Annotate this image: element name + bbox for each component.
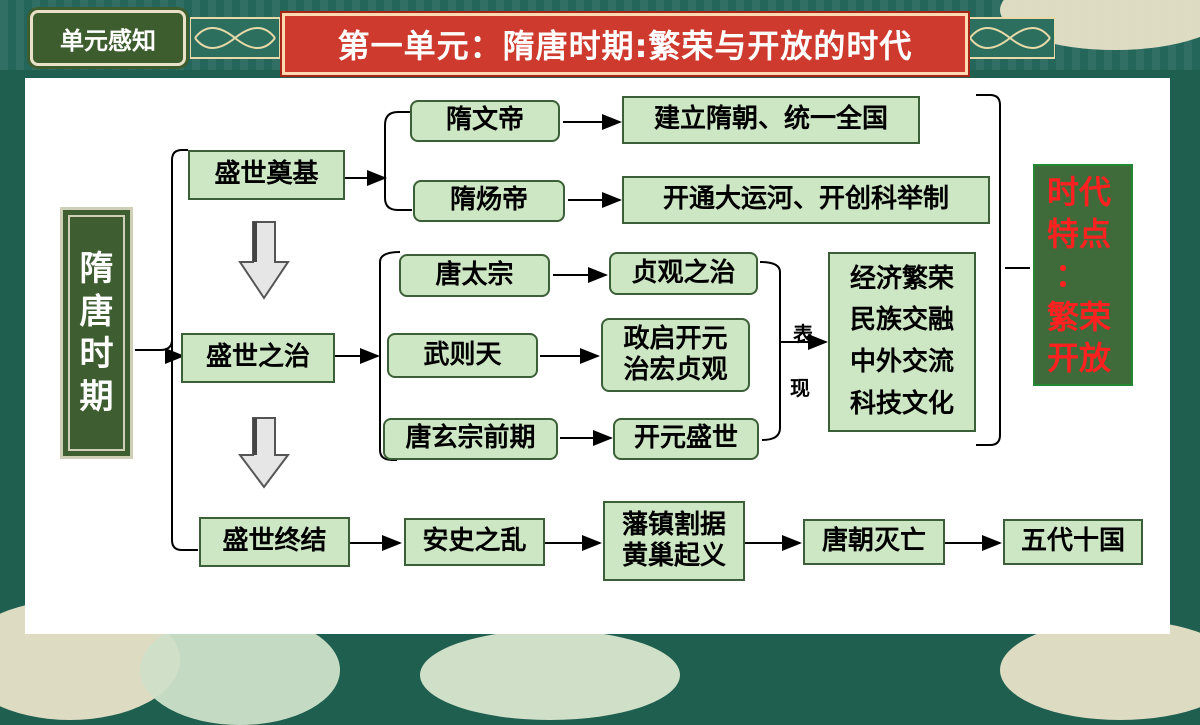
deed-line: 政启开元 xyxy=(623,323,728,354)
event-anshi-rebellion: 安史之乱 xyxy=(404,518,545,566)
root-char: 期 xyxy=(79,376,114,417)
deed-tang-xuanzong: 开元盛世 xyxy=(613,418,759,460)
feature-line: ： xyxy=(1055,256,1088,295)
stage-foundation: 盛世奠基 xyxy=(188,150,345,200)
ruler-tang-taizong: 唐太宗 xyxy=(399,254,550,297)
deed-tang-taizong: 贞观之治 xyxy=(609,252,758,295)
event-line: 藩镇割据 xyxy=(621,509,726,540)
manifestation-label: 现 xyxy=(790,376,810,400)
event-fanzhen-huangchao: 藩镇割据 黄巢起义 xyxy=(603,501,745,581)
root-char: 隋 xyxy=(79,249,114,289)
feature-line: 开放 xyxy=(1047,339,1112,378)
ornament-icon xyxy=(965,17,1055,59)
event-tang-fall: 唐朝灭亡 xyxy=(803,519,945,565)
event-line: 黄巢起义 xyxy=(621,541,726,571)
era-feature-box: 时代 特点 ： 繁荣 开放 xyxy=(1033,164,1133,386)
stage-governance: 盛世之治 xyxy=(181,333,335,383)
deed-line: 治宏贞观 xyxy=(623,355,728,385)
unit-badge: 单元感知 xyxy=(30,10,186,66)
manifestations-box: 经济繁荣 民族交融 中外交流 科技文化 xyxy=(828,252,976,432)
connector-lines xyxy=(135,94,1030,551)
event-five-dynasties: 五代十国 xyxy=(1003,519,1143,565)
root-char: 时 xyxy=(79,334,114,374)
ornament-icon xyxy=(190,17,280,59)
deed-wu-zetian: 政启开元 治宏贞观 xyxy=(601,318,750,392)
manifestation-item: 民族交融 xyxy=(849,305,954,336)
ruler-tang-xuanzong: 唐玄宗前期 xyxy=(383,418,558,460)
manifestation-item: 经济繁荣 xyxy=(849,263,954,294)
feature-line: 繁荣 xyxy=(1047,297,1112,336)
feature-line: 时代 xyxy=(1047,173,1112,211)
deed-sui-wendi: 建立隋朝、统一全国 xyxy=(622,96,920,144)
manifestation-item: 科技文化 xyxy=(849,388,954,419)
manifestation-item: 中外交流 xyxy=(849,347,954,377)
page-title: 第一单元：隋唐时期:繁荣与开放的时代 xyxy=(282,13,968,75)
ruler-wu-zetian: 武则天 xyxy=(387,333,538,378)
ruler-sui-yangdi: 隋炀帝 xyxy=(413,180,565,222)
root-char: 唐 xyxy=(79,291,114,332)
feature-line: 特点 xyxy=(1047,214,1112,253)
manifestation-label: 表 xyxy=(793,322,813,346)
root-node-sui-tang: 隋 唐 时 期 xyxy=(60,207,133,459)
deed-sui-yangdi: 开通大运河、开创科举制 xyxy=(622,176,990,224)
stage-ending: 盛世终结 xyxy=(199,517,350,567)
ruler-sui-wendi: 隋文帝 xyxy=(410,100,560,142)
